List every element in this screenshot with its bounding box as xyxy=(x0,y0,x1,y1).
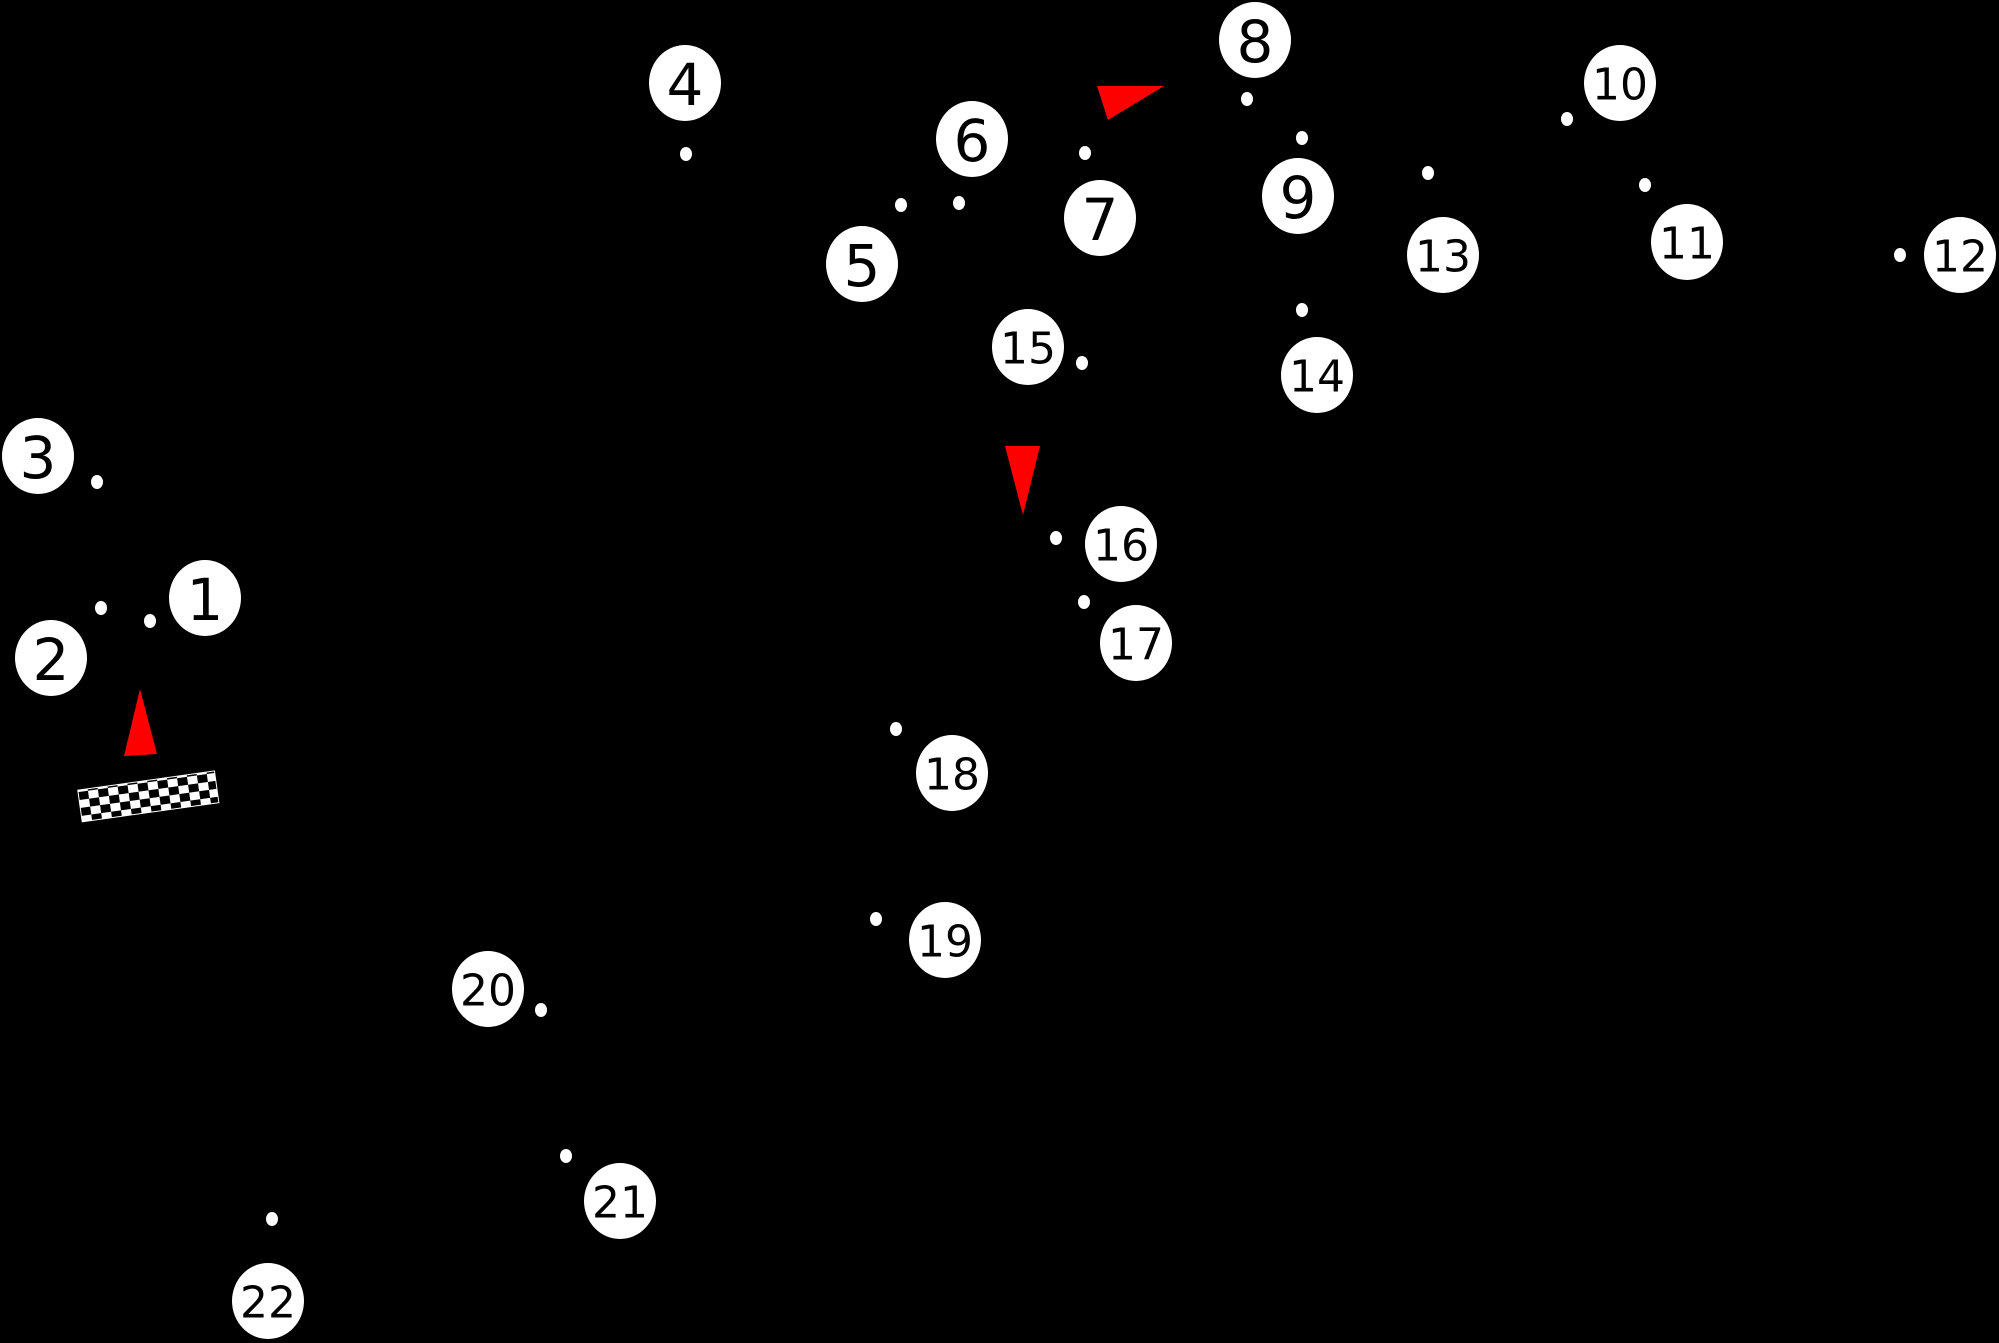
turn-number: 16 xyxy=(1093,521,1149,572)
turn-label-1: 1 xyxy=(169,560,241,636)
turn-label-16: 16 xyxy=(1085,506,1157,582)
turn-label-10: 10 xyxy=(1584,45,1656,121)
start-finish-line xyxy=(77,770,220,823)
turn-number: 14 xyxy=(1289,352,1345,403)
turn-label-21: 21 xyxy=(584,1163,656,1239)
turn-label-2: 2 xyxy=(15,620,87,696)
corner-apex-dot xyxy=(560,1149,572,1163)
turn-number: 22 xyxy=(240,1278,296,1329)
corner-apex-dot xyxy=(1079,146,1091,160)
turn-label-8: 8 xyxy=(1219,2,1291,78)
turn-number: 7 xyxy=(1082,186,1119,254)
corner-apex-dot xyxy=(1296,131,1308,145)
corner-markers xyxy=(91,92,1906,1226)
turn-label-19: 19 xyxy=(909,902,981,978)
turn-number: 9 xyxy=(1280,164,1317,232)
turn-label-15: 15 xyxy=(992,309,1064,385)
corner-apex-dot xyxy=(144,614,156,628)
corner-apex-dot xyxy=(1241,92,1253,106)
corner-apex-dot xyxy=(1422,166,1434,180)
turn-label-22: 22 xyxy=(232,1263,304,1339)
turn-label-6: 6 xyxy=(936,101,1008,177)
turn-number: 11 xyxy=(1659,219,1715,270)
turn-label-5: 5 xyxy=(826,226,898,302)
turn-label-13: 13 xyxy=(1407,217,1479,293)
corner-apex-dot xyxy=(680,147,692,161)
turn-label-17: 17 xyxy=(1100,605,1172,681)
turn-number: 3 xyxy=(20,424,57,492)
corner-apex-dot xyxy=(953,196,965,210)
corner-apex-dot xyxy=(91,475,103,489)
turn-label-11: 11 xyxy=(1651,204,1723,280)
turn-label-14: 14 xyxy=(1281,337,1353,413)
turn-label-18: 18 xyxy=(916,735,988,811)
corner-apex-dot xyxy=(890,722,902,736)
turn-label-7: 7 xyxy=(1064,180,1136,256)
corner-apex-dot xyxy=(1639,178,1651,192)
turn-label-3: 3 xyxy=(2,418,74,494)
turn-number: 12 xyxy=(1932,232,1988,283)
turn-number: 2 xyxy=(33,626,70,694)
turn-number: 5 xyxy=(844,232,881,300)
arrow-turn7-icon xyxy=(1097,86,1164,120)
corner-apex-dot xyxy=(1296,303,1308,317)
turn-label-12: 12 xyxy=(1924,217,1996,293)
turn-number: 1 xyxy=(187,566,224,634)
turn-number: 10 xyxy=(1592,60,1648,111)
turn-label-9: 9 xyxy=(1262,158,1334,234)
corner-apex-dot xyxy=(1894,248,1906,262)
turn-label-4: 4 xyxy=(649,45,721,121)
corner-apex-dot xyxy=(95,601,107,615)
turn-number: 18 xyxy=(924,750,980,801)
turn-number: 19 xyxy=(917,917,973,968)
arrow-turn16-icon xyxy=(1005,446,1040,515)
arrow-start-icon xyxy=(124,689,157,756)
direction-arrows xyxy=(124,86,1164,756)
turn-number: 20 xyxy=(460,966,516,1017)
corner-apex-dot xyxy=(1561,112,1573,126)
turn-number: 8 xyxy=(1237,8,1274,76)
turn-label-20: 20 xyxy=(452,951,524,1027)
corner-apex-dot xyxy=(1050,531,1062,545)
turn-number: 13 xyxy=(1415,232,1471,283)
corner-apex-dot xyxy=(895,198,907,212)
turn-number: 6 xyxy=(954,107,991,175)
turn-number: 15 xyxy=(1000,324,1056,375)
corner-apex-dot xyxy=(870,912,882,926)
checkered-flag-icon xyxy=(77,770,220,823)
turn-number: 21 xyxy=(592,1178,648,1229)
corner-apex-dot xyxy=(1078,595,1090,609)
corner-apex-dot xyxy=(266,1212,278,1226)
corner-apex-dot xyxy=(535,1003,547,1017)
turn-number: 17 xyxy=(1108,620,1164,671)
corner-apex-dot xyxy=(1076,356,1088,370)
turn-number: 4 xyxy=(667,51,704,119)
